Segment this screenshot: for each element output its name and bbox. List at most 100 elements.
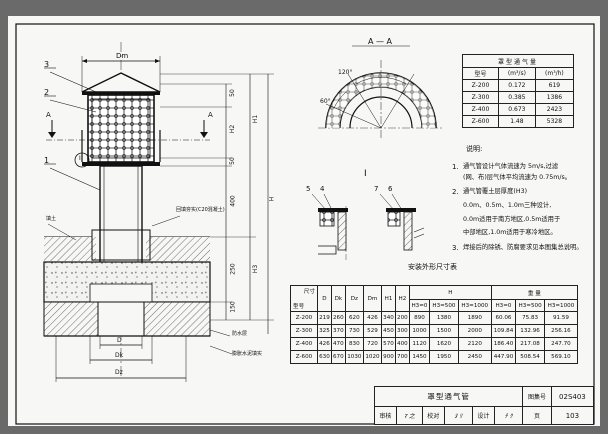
airflow-cell: Z-200 [462,79,499,92]
value-cell: 900 [381,350,396,364]
dim-150: 150 [229,301,237,313]
value-cell: 426 [317,337,332,351]
label-waterproof: 防水层 [232,331,248,337]
dim-corner-cell: 尺寸 型号 [290,285,318,312]
value-cell: 1450 [408,350,431,364]
value-cell: 91.59 [543,311,579,325]
model-cell: Z-600 [290,350,318,364]
proofread-signature: ﾇ ﾘ [443,406,474,425]
page-number: 103 [550,406,595,425]
dim-group-weight: 重 量 [490,285,579,300]
dim-h2: H2 [229,124,237,134]
set-number-label: 图集号 [522,386,552,407]
title-block: 罩型通气管 图集号 02S403 审核 ﾏ 之 校对 ﾇ ﾘ 设计 ﾁ ｸ 页 … [373,386,595,425]
set-number: 02S403 [550,386,595,407]
value-cell: 1890 [457,311,492,325]
cut-marker-left: A [46,111,51,119]
value-cell: 1950 [429,350,459,364]
note-line: 通气管覆土层厚度(H3) [463,188,528,195]
value-cell: 325 [317,324,332,338]
dim-col-header: Dk [330,285,346,312]
model-cell: Z-200 [290,311,318,325]
dim-sub-header: H3=1000 [543,299,579,312]
design-label: 设计 [472,406,495,425]
value-cell: 890 [408,311,431,325]
corner-bottom: 型号 [293,304,305,310]
value-cell: 132.96 [515,324,545,338]
dim-dm: Dm [116,52,129,60]
value-cell: 200 [394,311,410,325]
value-cell: 219 [317,311,332,325]
dim-400: 400 [229,195,237,207]
design-signature: ﾁ ｸ [493,406,524,425]
value-cell: 60.06 [490,311,517,325]
filter-box [87,94,155,163]
dim-sub-header: H3=0 [408,299,431,312]
section-label: A — A [368,37,393,46]
dim-sub-header: H3=500 [515,299,545,312]
cap-flange [82,162,160,166]
value-cell: 700 [394,350,410,364]
dim-sub-header: H3=500 [429,299,459,312]
detail-ref-left: I [79,155,81,162]
value-cell: 370 [330,324,346,338]
note-line: (网、布)层气体平均流速为 0.75m/s。 [463,174,572,181]
notes-title: 说明: [466,145,483,153]
value-cell: 2000 [457,324,492,338]
drawing-border [15,23,595,425]
dim-sub-header: H3=0 [490,299,517,312]
airflow-cell: 0.673 [497,103,536,116]
value-cell: 2120 [457,337,492,351]
value-cell: 109.84 [490,324,517,338]
value-cell: 730 [344,324,364,338]
detail-num-5: 5 [306,185,311,193]
value-cell: 217.08 [515,337,545,351]
detail-num-7: 7 [374,185,379,193]
note-line: 焊接后的除锈、防腐要求见本图集总说明。 [463,244,583,251]
value-cell: 247.70 [543,337,579,351]
airflow-cell: 0.385 [497,91,536,104]
callout-3: 3 [44,60,50,69]
value-cell: 450 [381,324,396,338]
review-label: 审核 [374,406,397,425]
dim-col-header: Dz [344,285,364,312]
corner-top: 尺寸 [303,289,315,295]
value-cell: 256.16 [543,324,579,338]
airflow-cell: 619 [534,79,575,92]
label-fill-soil: 填土 [46,216,57,222]
value-cell: 1000 [408,324,431,338]
dim-dz: Dz [115,369,123,376]
value-cell: 1120 [408,337,431,351]
value-cell: 75.83 [515,311,545,325]
dim-50a: 50 [228,89,236,97]
value-cell: 570 [381,337,396,351]
value-cell: 300 [394,324,410,338]
airflow-cell: 1386 [534,91,575,104]
airflow-header: 型号 [462,67,499,80]
note-line: 0.0m、0.5m、1.0m三种设计, [463,202,552,209]
value-cell: 529 [362,324,383,338]
angle-120: 120° [338,69,353,76]
label-backfill: 回填夯实(C20混凝土) [176,207,225,213]
value-cell: 447.90 [490,350,517,364]
detail-label: I [364,169,367,179]
value-cell: 260 [330,311,346,325]
dim-col-header: H2 [394,285,410,312]
airflow-cell: Z-300 [462,91,499,104]
callout-1: 1 [44,156,50,165]
value-cell: 340 [381,311,396,325]
dim-sub-header: H3=1000 [457,299,492,312]
airflow-cell: 2423 [534,103,575,116]
note-number: 1. [452,163,459,171]
dim-col-header: H1 [381,285,396,312]
airflow-cell: 0.172 [497,79,536,92]
detail-num-4: 4 [320,185,325,193]
dim-dk: Dk [115,352,124,359]
value-cell: 830 [344,337,364,351]
value-cell: 400 [394,337,410,351]
